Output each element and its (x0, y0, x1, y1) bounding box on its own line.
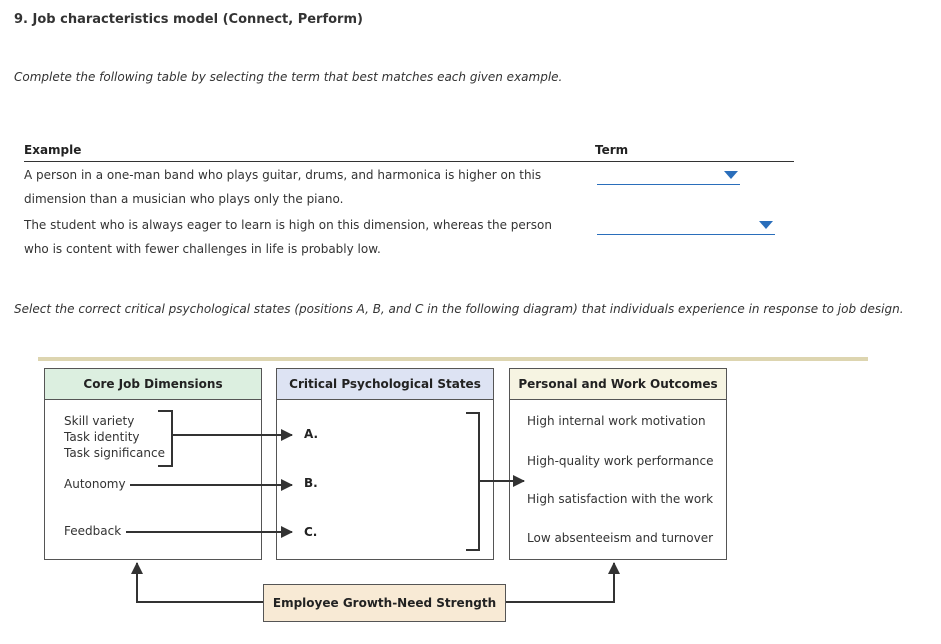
critical-bracket (466, 412, 480, 551)
outcome-absenteeism: Low absenteeism and turnover (527, 531, 714, 545)
core-item-feedback: Feedback (64, 524, 122, 538)
question-title: 9. Job characteristics model (Connect, P… (14, 12, 363, 27)
moderator-arrow-left (131, 562, 263, 603)
position-c-label: C. (304, 525, 318, 539)
dropdown-arrow-icon[interactable] (724, 171, 738, 179)
critical-states-box: Critical Psychological States (276, 368, 494, 560)
outcomes-box: Personal and Work Outcomes (509, 368, 727, 560)
table-instruction: Complete the following table by selectin… (14, 70, 563, 84)
term-dropdown-1[interactable] (597, 166, 740, 185)
outcome-motivation: High internal work motivation (527, 414, 706, 428)
core-item-task-significance: Task significance (64, 446, 165, 460)
position-b-label: B. (304, 476, 318, 490)
core-item-task-identity: Task identity (64, 430, 140, 444)
example-text-1: A person in a one-man band who plays gui… (24, 168, 542, 206)
column-header-term: Term (595, 143, 629, 157)
diagram-top-rule (38, 357, 868, 361)
core-job-dimensions-box: Core Job Dimensions (44, 368, 262, 560)
column-header-example: Example (24, 143, 82, 157)
position-a-label: A. (304, 427, 319, 441)
example-text-2: The student who is always eager to learn… (24, 218, 552, 256)
dropdown-arrow-icon[interactable] (759, 221, 773, 229)
moderator-arrow-right (506, 562, 620, 603)
core-item-skill-variety: Skill variety (64, 414, 135, 428)
outcomes-title: Personal and Work Outcomes (510, 369, 726, 400)
core-job-dimensions-title: Core Job Dimensions (45, 369, 261, 400)
growth-need-strength-box: Employee Growth-Need Strength (263, 584, 506, 622)
table-header-divider (24, 161, 794, 162)
diagram-instruction: Select the correct critical psychologica… (14, 302, 904, 316)
critical-states-title: Critical Psychological States (277, 369, 493, 400)
core-item-autonomy: Autonomy (64, 477, 126, 491)
core-items-bracket (158, 410, 173, 467)
outcome-satisfaction: High satisfaction with the work (527, 492, 714, 506)
outcome-performance: High-quality work performance (527, 454, 714, 468)
term-dropdown-2[interactable] (597, 216, 775, 235)
